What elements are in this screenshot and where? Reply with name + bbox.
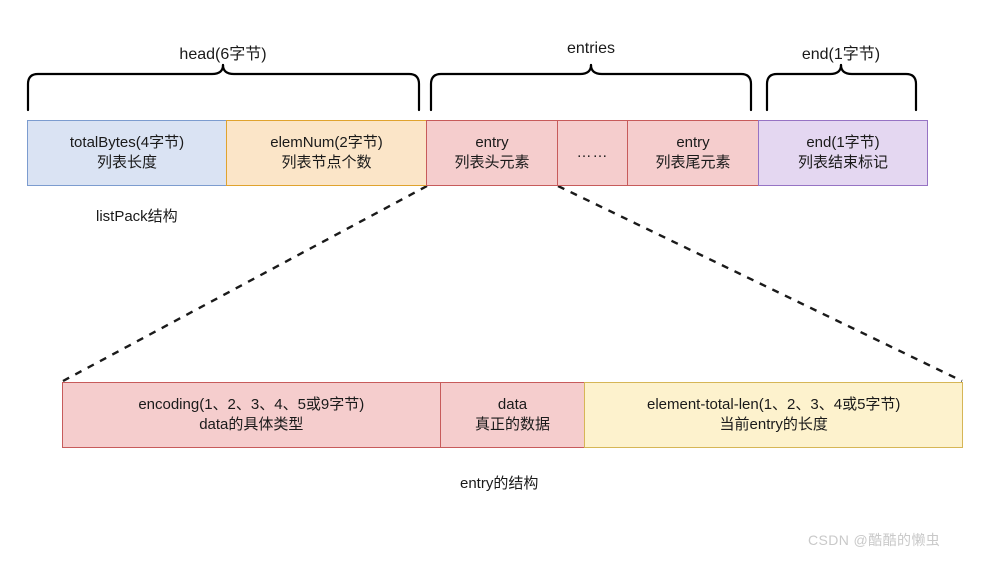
cell-line-2: 列表头元素 — [454, 154, 530, 171]
cell-line-2: 列表节点个数 — [281, 154, 372, 171]
connector-lines — [62, 184, 963, 383]
brace-label-entries: entries — [566, 40, 616, 57]
cell-line-2: 列表尾元素 — [655, 154, 731, 171]
listpack-cell-entry-head[interactable]: entry 列表头元素 — [426, 120, 558, 186]
listpack-cell-elemnum[interactable]: elemNum(2字节) 列表节点个数 — [226, 120, 427, 186]
entry-structure-row: encoding(1、2、3、4、5或9字节) data的具体类型 data 真… — [62, 382, 963, 448]
listpack-cell-entry-tail[interactable]: entry 列表尾元素 — [627, 120, 759, 186]
brace-label-end: end(1字节) — [801, 46, 881, 63]
csdn-watermark: CSDN @酷酷的懒虫 — [808, 532, 941, 548]
listpack-cell-end[interactable]: end(1字节) 列表结束标记 — [758, 120, 928, 186]
entry-cell-data[interactable]: data 真正的数据 — [439, 382, 586, 448]
cell-line-2: 当前entry的长度 — [719, 416, 828, 433]
entry-cell-encoding[interactable]: encoding(1、2、3、4、5或9字节) data的具体类型 — [62, 382, 441, 448]
cell-line-1: …… — [576, 144, 609, 162]
cell-line-1: entry — [475, 134, 509, 152]
listpack-cell-entry-ellipsis[interactable]: …… — [557, 120, 628, 186]
entry-structure-caption: entry的结构 — [460, 475, 539, 492]
cell-line-2: 列表结束标记 — [797, 154, 888, 171]
cell-line-2: data的具体类型 — [199, 416, 304, 433]
brace-head — [26, 63, 421, 112]
brace-end — [765, 63, 918, 112]
cell-line-1: element-total-len(1、2、3、4或5字节) — [646, 396, 901, 414]
cell-line-2: 列表长度 — [96, 154, 157, 171]
cell-line-1: encoding(1、2、3、4、5或9字节) — [138, 396, 365, 414]
connector-right — [557, 184, 963, 383]
listpack-structure-row: totalBytes(4字节) 列表长度 elemNum(2字节) 列表节点个数… — [27, 120, 928, 186]
entry-cell-element-total-len[interactable]: element-total-len(1、2、3、4或5字节) 当前entry的长… — [584, 382, 963, 448]
listpack-cell-totalbytes[interactable]: totalBytes(4字节) 列表长度 — [27, 120, 227, 186]
brace-entries — [429, 63, 753, 112]
cell-line-2: 真正的数据 — [474, 416, 550, 433]
brace-label-head: head(6字节) — [179, 46, 267, 63]
cell-line-1: entry — [676, 134, 710, 152]
listpack-structure-caption: listPack结构 — [96, 208, 178, 225]
cell-line-1: data — [497, 396, 528, 414]
cell-line-1: elemNum(2字节) — [270, 134, 383, 152]
cell-line-1: end(1字节) — [806, 134, 880, 152]
cell-line-1: totalBytes(4字节) — [69, 134, 185, 152]
